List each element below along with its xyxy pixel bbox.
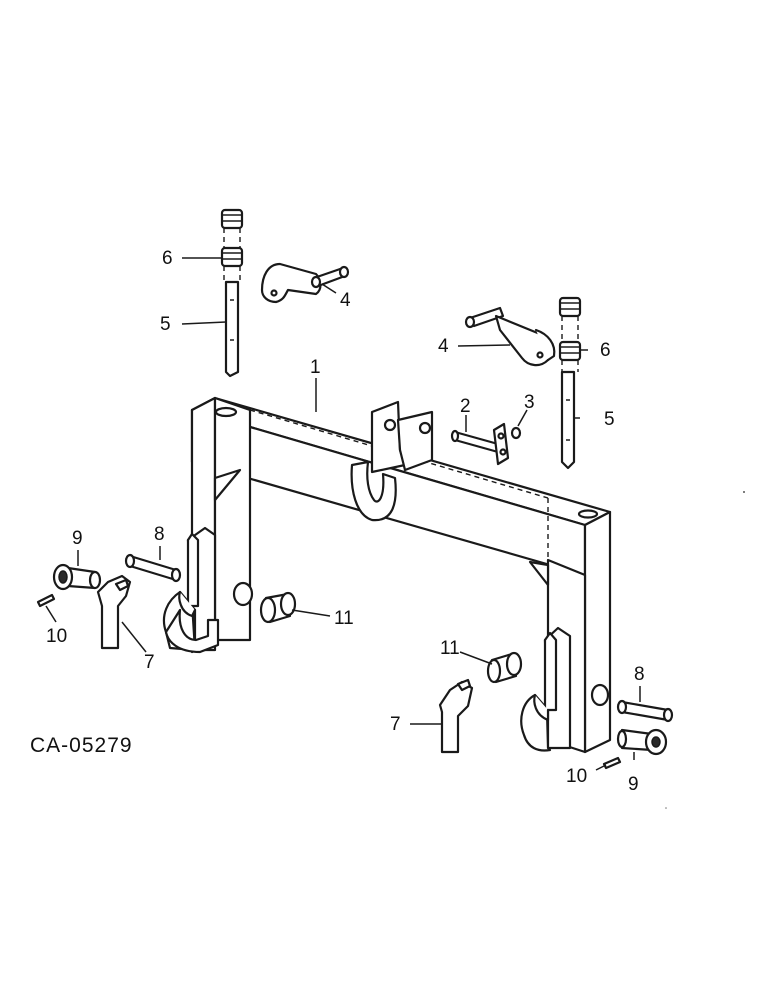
callout-11-right: 11 — [440, 638, 460, 659]
speck — [665, 807, 667, 809]
left-collar-part-9 — [52, 563, 102, 591]
callout-8-right: 8 — [634, 664, 645, 685]
callout-10-left: 10 — [46, 626, 67, 647]
left-latch-arm-part-7 — [96, 574, 132, 650]
callout-8-left: 8 — [154, 524, 165, 545]
callout-4-right: 4 — [438, 336, 449, 357]
callout-5-left: 5 — [160, 314, 171, 335]
left-roller-part-11 — [259, 591, 297, 624]
left-pin-part-8 — [124, 553, 182, 583]
right-collar-part-9 — [616, 728, 668, 756]
right-spring-pin-part-10 — [602, 756, 622, 770]
callout-5-right: 5 — [604, 409, 615, 430]
callout-6-right: 6 — [600, 340, 611, 361]
left-latch-part-4 — [260, 262, 350, 304]
callout-labels: 1 2 3 4 4 5 5 6 6 7 7 8 8 9 9 10 10 11 1… — [46, 248, 645, 795]
top-center-hook — [350, 400, 434, 522]
callout-6-left: 6 — [162, 248, 173, 269]
right-rod-part-5 — [560, 370, 576, 470]
callout-10-right: 10 — [566, 766, 587, 787]
right-pin-part-8 — [616, 699, 674, 723]
speck — [743, 491, 745, 493]
leader-lines — [45, 257, 641, 771]
right-latch-part-4 — [464, 306, 556, 367]
callout-4-left: 4 — [340, 290, 351, 311]
callout-11-left: 11 — [334, 608, 354, 629]
right-springs-part-6 — [558, 296, 582, 372]
pin-part-2 — [450, 429, 500, 454]
left-rod-part-5 — [224, 280, 240, 378]
callout-2: 2 — [460, 396, 471, 417]
right-roller-part-11 — [486, 651, 523, 684]
right-lower-hook — [520, 626, 572, 752]
left-lower-hook — [162, 526, 220, 654]
left-spring-pin-part-10 — [36, 593, 56, 608]
right-latch-arm-part-7 — [438, 678, 474, 754]
left-springs-part-6 — [220, 208, 244, 282]
callout-3: 3 — [524, 392, 535, 413]
callout-7-left: 7 — [144, 652, 155, 673]
callout-9-right: 9 — [628, 774, 639, 795]
callout-1: 1 — [310, 357, 321, 378]
drawing-code: CA-05279 — [30, 734, 133, 757]
callout-7-right: 7 — [390, 714, 401, 735]
callout-9-left: 9 — [72, 528, 83, 549]
plate-part-3 — [492, 422, 522, 466]
